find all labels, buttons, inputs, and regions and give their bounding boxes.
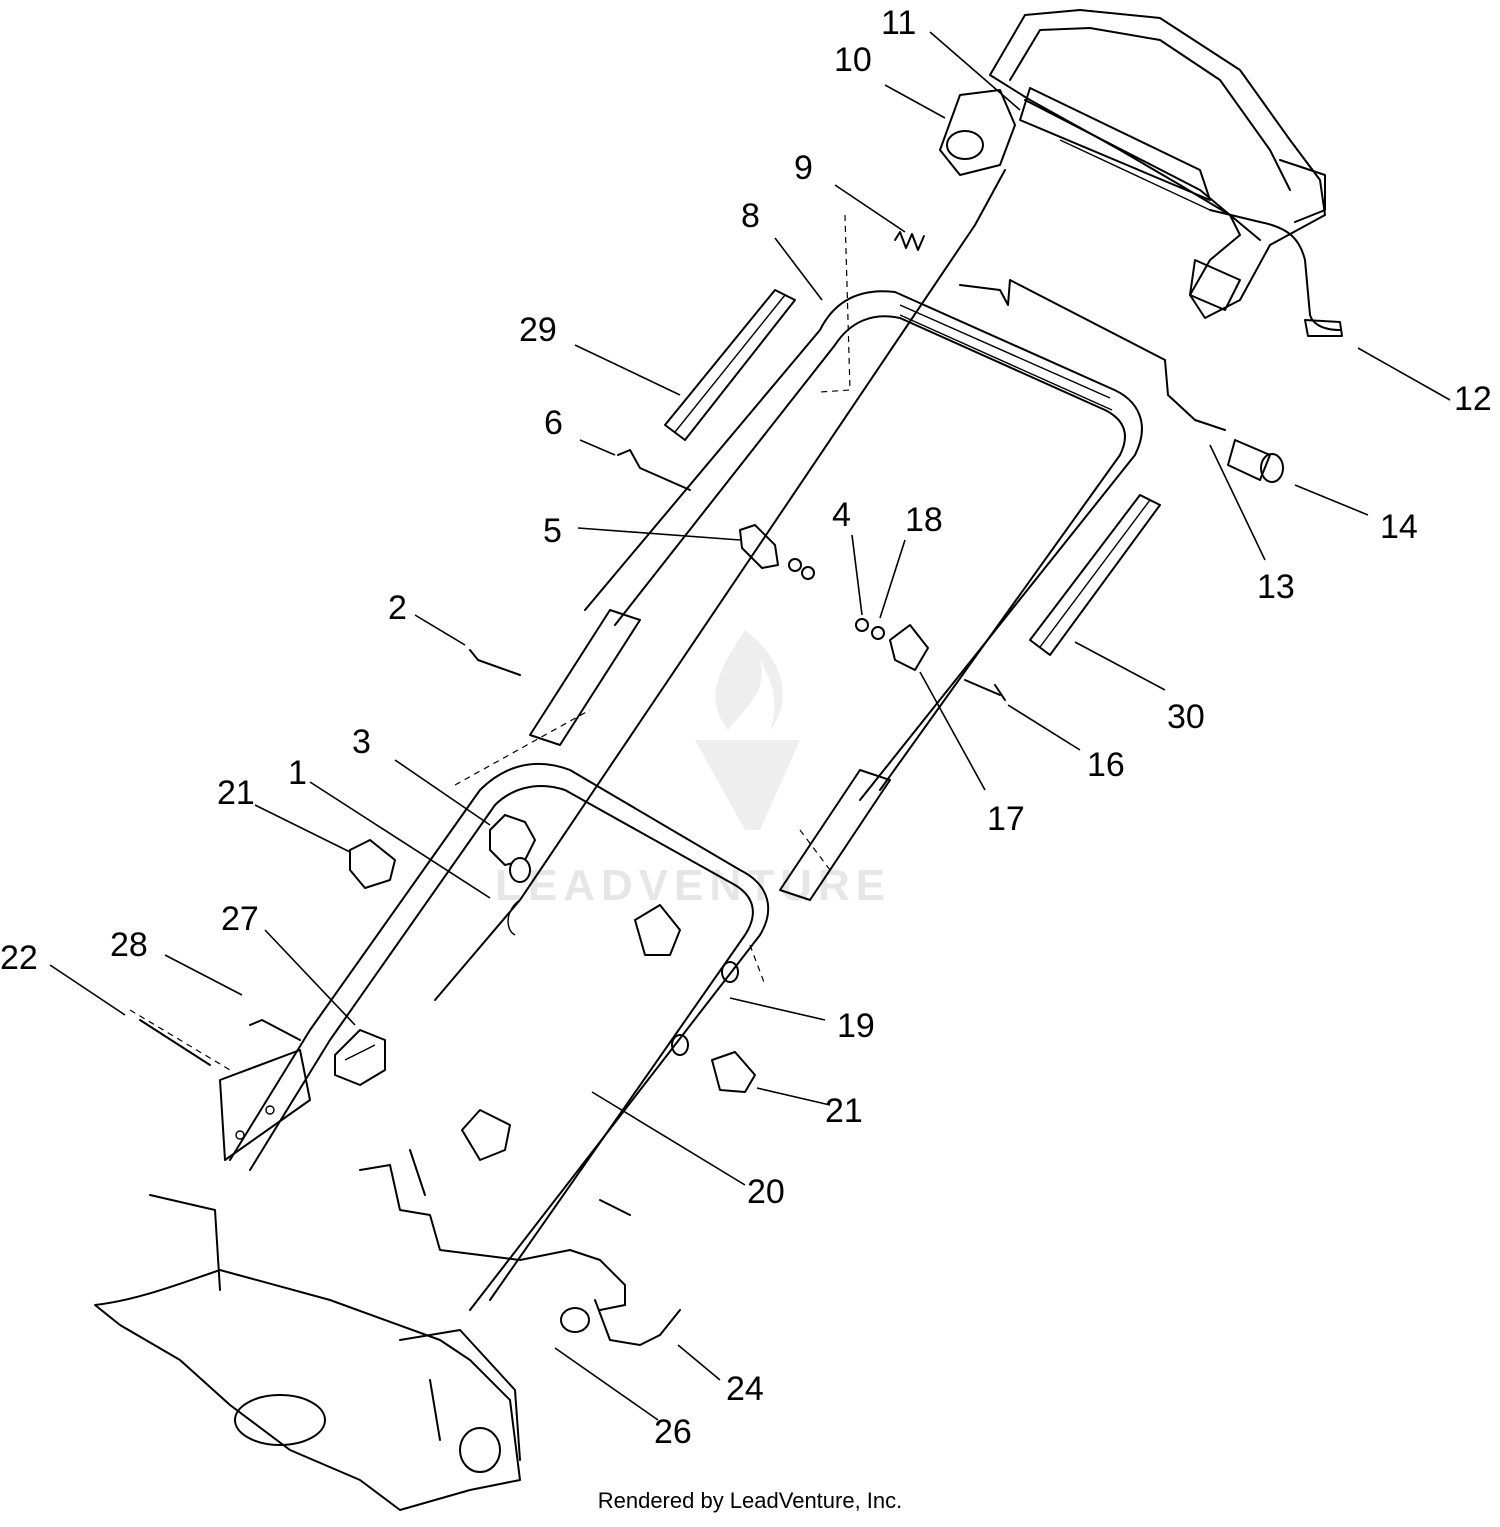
callout-24: 24 (726, 1370, 764, 1408)
switch-box (939, 89, 1016, 176)
cable-adjuster (1227, 439, 1284, 483)
handle-knob-bracket (855, 618, 929, 671)
rendered-by-footer: Rendered by LeadVenture, Inc. (597, 1488, 903, 1513)
leader-lines (49, 31, 1451, 1421)
lower-handle (219, 609, 891, 1311)
callout-6: 6 (544, 404, 563, 442)
callout-27: 27 (221, 900, 259, 938)
callout-29: 29 (519, 311, 557, 349)
callout-17: 17 (987, 800, 1025, 838)
callout-10: 10 (834, 41, 872, 79)
rear-flap-rod (359, 1164, 626, 1311)
callout-20: 20 (747, 1173, 785, 1211)
rod (139, 1019, 211, 1066)
handle-grip-assembly (989, 9, 1326, 319)
callout-9: 9 (794, 149, 813, 187)
lever (594, 1299, 681, 1346)
guide-dash-2 (799, 829, 831, 871)
bail-rod (959, 279, 1196, 421)
bolt-lower-left (249, 1019, 301, 1041)
bolt-right (964, 679, 1006, 701)
callout-19: 19 (837, 1007, 875, 1045)
upper-handle (584, 290, 1143, 801)
callout-21-lower: 21 (825, 1092, 863, 1130)
callout-12: 12 (1454, 380, 1492, 418)
lower-mount (461, 1109, 511, 1161)
control-cable (434, 169, 1006, 1001)
handle-rail-left (664, 289, 796, 441)
callout-26: 26 (654, 1413, 692, 1451)
callout-22: 22 (0, 939, 38, 977)
callout-3: 3 (352, 723, 371, 761)
guide-dash-1 (454, 709, 591, 786)
handle-bracket-upper (349, 839, 396, 889)
callout-14: 14 (1380, 508, 1418, 546)
callout-18: 18 (905, 501, 943, 539)
callout-8: 8 (741, 197, 760, 235)
callout-4: 4 (832, 496, 851, 534)
torsion-spring (560, 1307, 590, 1333)
guide-dash-4 (129, 1009, 231, 1071)
cable-end (1304, 319, 1343, 337)
watermark: LEADVENTURE (495, 630, 885, 910)
handle-rail-right (1029, 494, 1161, 656)
bolt-mount (599, 1199, 631, 1216)
deck-housing (94, 1194, 521, 1511)
rod-hook (409, 1149, 426, 1196)
cable-guide (509, 857, 531, 883)
callout-13: 13 (1257, 568, 1295, 606)
knob (489, 814, 536, 866)
cable-path-dash (819, 214, 851, 393)
callout-2: 2 (388, 589, 407, 627)
callout-labels: 11 10 9 8 29 12 6 14 13 5 4 18 2 30 16 1… (0, 4, 1492, 1451)
bail-cable (1209, 209, 1341, 331)
handle-mount (634, 904, 739, 1056)
guide-dash-3 (749, 944, 766, 986)
callout-28: 28 (110, 926, 148, 964)
callout-16: 16 (1087, 746, 1125, 784)
callout-30: 30 (1167, 698, 1205, 736)
callout-1: 1 (288, 754, 307, 792)
rod-end (1194, 419, 1226, 431)
cable-clamp (739, 524, 815, 580)
callout-5: 5 (543, 512, 562, 550)
callout-11: 11 (881, 4, 916, 42)
cable-bend (507, 899, 521, 936)
callout-21-upper: 21 (217, 774, 255, 812)
bolt-left (469, 649, 521, 676)
handle-bracket-lower (711, 1051, 756, 1093)
height-adjuster (334, 1029, 386, 1086)
pin (617, 449, 691, 491)
spring (894, 231, 925, 251)
